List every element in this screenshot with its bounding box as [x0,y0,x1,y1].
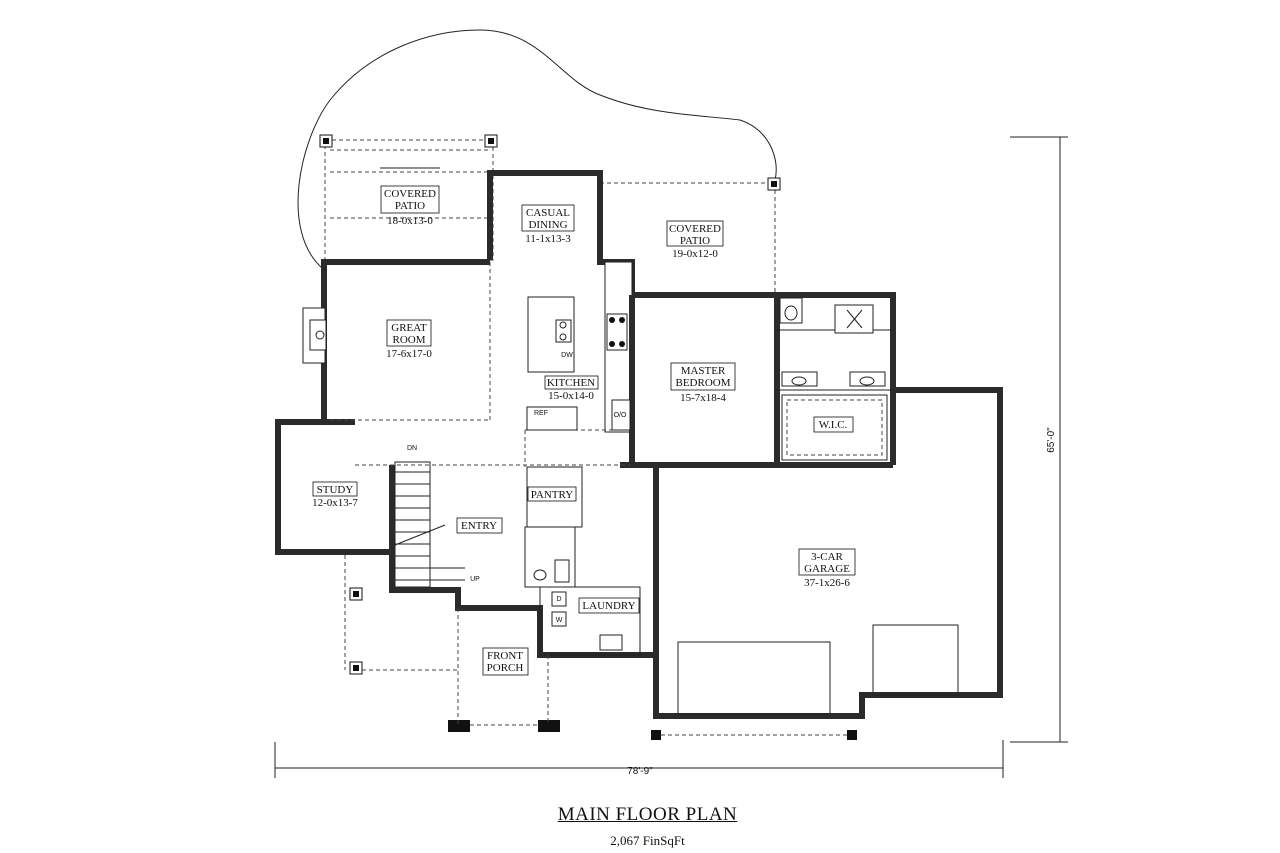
stair [394,461,465,588]
room-entry: ENTRY [456,517,503,534]
room-name-line: FRONT [487,650,523,662]
landscape-curve [297,29,777,269]
room-name-line: DINING [528,219,567,231]
dryer-label: D [556,596,561,603]
room-name: LAUNDRY [582,600,635,612]
room-size: 15-7x18-4 [680,392,726,404]
room-name-line: PATIO [395,200,425,212]
fixture-tags: DW REF O/O DN UP D W [407,352,627,624]
room-wic: W.I.C. [813,416,854,433]
up-label: UP [470,576,480,583]
room-name: STUDY [317,484,354,496]
room-size: 18-0x13-0 [387,215,433,227]
room-name: KITCHEN [547,377,595,389]
room-size: 17-6x17-0 [386,348,432,360]
room-name: W.I.C. [819,419,848,431]
room-name-line: GARAGE [804,563,850,575]
room-study: STUDY 12-0x13-7 [312,481,358,509]
posts [319,134,857,740]
room-name: PANTRY [531,489,573,501]
room-name-line: MASTER [681,365,726,377]
room-name-line: COVERED [384,188,436,200]
room-size: 19-0x12-0 [672,248,718,260]
depth-dimension: 65'-0" [1046,427,1057,453]
room-name-line: CASUAL [526,207,570,219]
dw-label: DW [561,352,573,359]
room-kitchen: KITCHEN 15-0x14-0 [544,375,599,402]
dimension-lines [274,136,1068,778]
room-name-line: BEDROOM [675,377,730,389]
porch-outline [344,555,847,736]
plan-title: MAIN FLOOR PLAN [557,804,738,825]
bath-fixtures [533,297,886,651]
room-name-line: PORCH [487,662,524,674]
room-size: 15-0x14-0 [548,390,594,402]
plan-subtitle: 2,067 FinSqFt [610,833,685,848]
room-size: 37-1x26-6 [804,577,850,589]
room-name: ENTRY [461,520,497,532]
room-name-line: COVERED [669,223,721,235]
room-pantry: PANTRY [527,486,577,502]
ref-label: REF [534,410,548,417]
room-name-line: ROOM [392,334,425,346]
fireplace [302,307,327,364]
covered-patio-right-area [600,182,776,293]
garage-doors [677,624,959,715]
oo-label: O/O [614,412,627,419]
kitchen-fixtures [526,296,631,431]
dn-label: DN [407,445,417,452]
interior-walls [278,261,896,716]
room-size: 12-0x13-7 [312,497,358,509]
room-name-line: PATIO [680,235,710,247]
washer-label: W [556,617,563,624]
width-dimension: 78'-9" [627,766,653,777]
room-laundry: LAUNDRY [578,597,640,614]
room-name-line: GREAT [391,322,427,334]
room-size: 11-1x13-3 [525,233,571,245]
room-name-line: 3-CAR [811,551,843,563]
